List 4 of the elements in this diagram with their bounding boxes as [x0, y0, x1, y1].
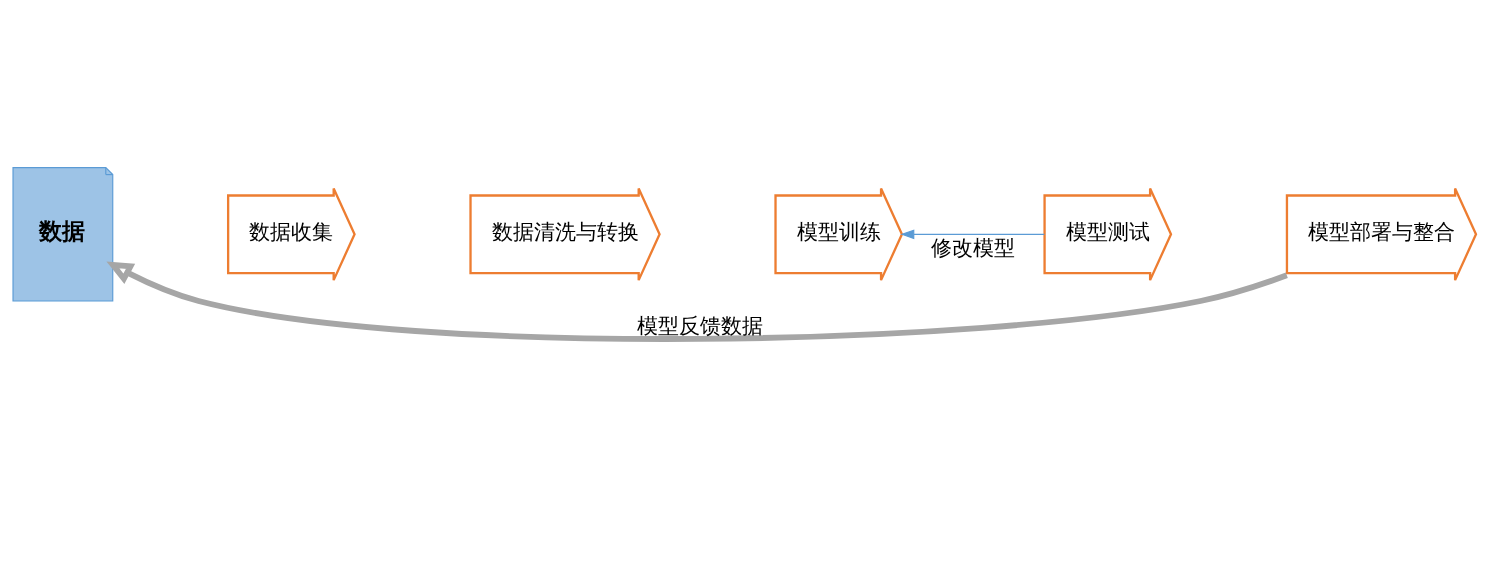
edge-label: 模型反馈数据	[636, 313, 763, 338]
arrow	[106, 261, 1288, 342]
arrow	[900, 228, 1045, 239]
edge-label: 修改模型	[931, 235, 1016, 259]
